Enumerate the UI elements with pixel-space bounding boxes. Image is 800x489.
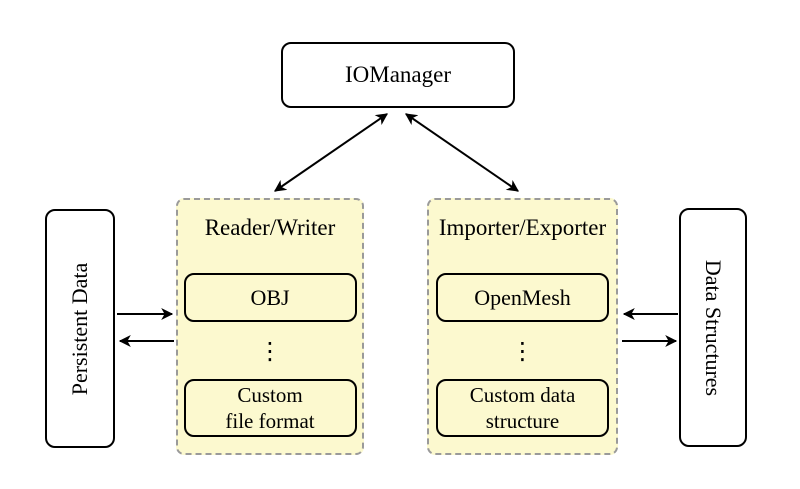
obj-label: OBJ (250, 284, 290, 310)
vdots-left: ⋮ (258, 336, 282, 365)
importer-exporter-label: Importer/Exporter (438, 215, 607, 240)
custom-file-format-line1: Custom (237, 383, 303, 407)
data-structures-box: Data Structures (679, 208, 747, 447)
openmesh-box: OpenMesh (436, 273, 609, 322)
custom-data-structure-box: Custom data structure (436, 379, 609, 437)
importer-exporter-module: Importer/Exporter OpenMesh ⋮ Custom data… (427, 198, 618, 455)
custom-data-structure-line1: Custom data (469, 383, 576, 407)
obj-box: OBJ (183, 273, 357, 322)
iomanager-label: IOManager (344, 62, 451, 87)
openmesh-label: OpenMesh (474, 284, 571, 310)
reader-writer-label: Reader/Writer (204, 215, 336, 240)
custom-file-format-line2: file format (225, 409, 315, 433)
persistent-data-box: Persistent Data (45, 209, 115, 448)
data-structures-label: Data Structures (701, 259, 726, 396)
vdots-right: ⋮ (510, 336, 535, 365)
arrow-iomanager-readerwriter (274, 113, 388, 192)
arrow-iomanager-importerexporter (405, 113, 519, 192)
custom-file-format-box: Custom file format (183, 379, 357, 437)
persistent-data-label: Persistent Data (67, 262, 92, 395)
custom-data-structure-line2: structure (485, 409, 560, 433)
reader-writer-module: Reader/Writer OBJ ⋮ Custom file format (176, 198, 364, 455)
iomanager-box: IOManager (281, 42, 515, 108)
